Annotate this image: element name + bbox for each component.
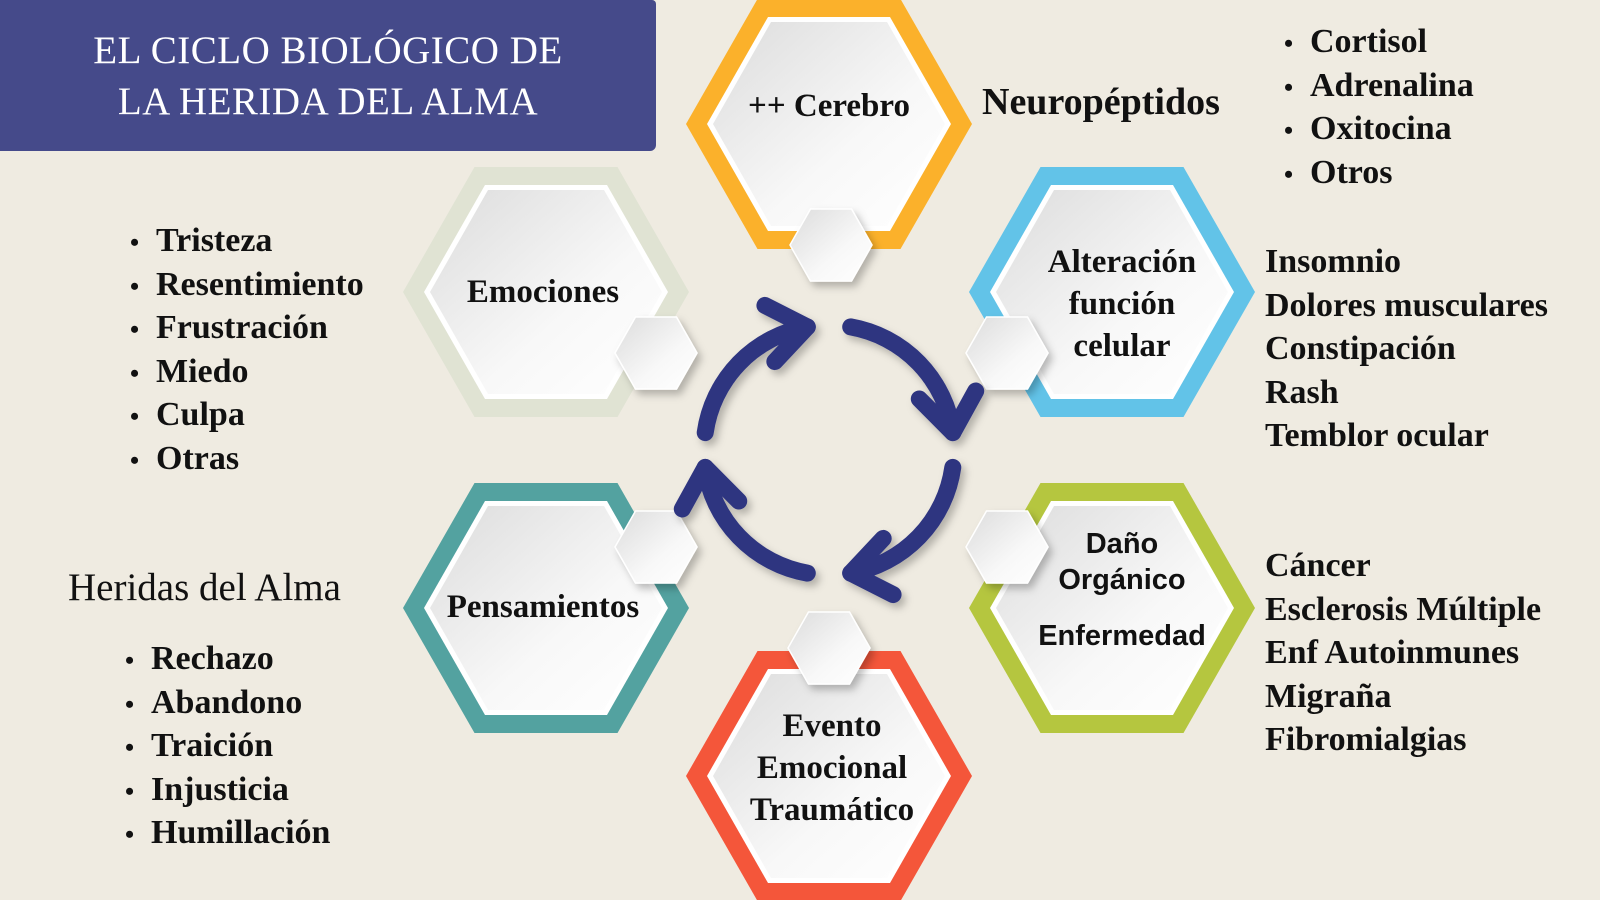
list-item: Dolores musculares	[1265, 286, 1549, 324]
hex-evento-label: Evento Emocional Traumático	[750, 705, 914, 831]
small-hexagon-connector	[965, 316, 1049, 390]
list-item: Injusticia	[125, 768, 330, 812]
label-line: Traumático	[749, 792, 915, 828]
cycle-arrowhead	[756, 296, 816, 371]
label-line: Enfermedad	[1038, 620, 1206, 652]
list-item: Frustración	[130, 306, 364, 350]
hex-emociones-label: Emociones	[466, 274, 620, 310]
heridas-heading: Heridas del Alma	[68, 566, 341, 609]
cycle-arrow	[696, 318, 816, 442]
list-item: Esclerosis Múltiple	[1265, 590, 1542, 628]
list-item: Cortisol	[1284, 20, 1474, 64]
list-item: Cáncer	[1265, 547, 1371, 584]
hexagon-pensamientos-fill	[430, 506, 662, 710]
list-item: Otros	[1284, 151, 1474, 195]
list-item: Culpa	[130, 393, 364, 437]
list-item: Abandono	[125, 681, 330, 725]
list-item: Insomnio	[1265, 243, 1402, 280]
label-line: función	[1068, 286, 1176, 322]
cycle-arrow	[842, 458, 962, 582]
list-item: Rechazo	[125, 637, 330, 681]
label-line: Orgánico	[1058, 564, 1186, 596]
label-line: Evento	[782, 708, 882, 744]
label-line: celular	[1073, 328, 1171, 364]
list-item: Miedo	[130, 350, 364, 394]
label-line: Daño	[1085, 528, 1159, 560]
list-item: Migraña	[1265, 677, 1392, 715]
hexagon-evento-fill	[713, 674, 945, 878]
list-item: Temblor ocular	[1265, 417, 1489, 454]
hex-cerebro-label: ++ Cerebro	[748, 88, 910, 124]
list-item: Humillación	[125, 811, 330, 855]
small-hexagon-connector	[789, 208, 873, 282]
cycle-arrowhead	[673, 458, 748, 518]
emociones-list: Tristeza Resentimiento Frustración Miedo…	[130, 219, 364, 480]
hex-dano-label: Daño Orgánico Enfermedad	[1038, 526, 1206, 654]
hex-alteracion-label: Alteración función celular	[1048, 241, 1196, 367]
small-hexagon-connector	[965, 510, 1049, 584]
list-item: Resentimiento	[130, 263, 364, 307]
neuropeptidos-heading: Neuropéptidos	[982, 81, 1220, 123]
alteracion-symptoms-list: Insomnio Dolores musculares Constipación…	[1265, 240, 1548, 458]
small-hexagon-connector	[614, 316, 698, 390]
cycle-arrowhead	[910, 382, 985, 442]
list-item: Enf Autoinmunes	[1265, 634, 1520, 671]
label-line: Emocional	[756, 750, 908, 786]
title-line-1: EL CICLO BIOLÓGICO DE	[93, 28, 563, 72]
hex-pensamientos-label: Pensamientos	[446, 589, 640, 625]
hexagon-cerebro-fill	[713, 22, 945, 226]
dano-diseases-list: Cáncer Esclerosis Múltiple Enf Autoinmun…	[1265, 544, 1541, 762]
list-item: Tristeza	[130, 219, 364, 263]
cycle-arrow	[842, 318, 962, 442]
list-item: Fibromialgias	[1265, 721, 1467, 758]
hexagon-alteracion-fill	[996, 190, 1228, 394]
list-item: Traición	[125, 724, 330, 768]
label-line: Alteración	[1047, 244, 1197, 280]
list-item: Adrenalina	[1284, 64, 1474, 108]
cycle-arrow	[696, 458, 816, 582]
title-line-2: LA HERIDA DEL ALMA	[117, 79, 539, 123]
small-hexagon-connector	[614, 510, 698, 584]
neuropeptidos-list: Cortisol Adrenalina Oxitocina Otros	[1284, 20, 1474, 194]
small-hexagon-connector	[787, 611, 871, 685]
title-box: EL CICLO BIOLÓGICO DE LA HERIDA DEL ALMA	[0, 0, 656, 151]
list-item: Oxitocina	[1284, 107, 1474, 151]
list-item: Constipación	[1265, 330, 1456, 367]
cycle-arrowhead	[842, 529, 902, 604]
hexagon-emociones-fill	[430, 190, 662, 394]
hexagon-dano-fill	[996, 506, 1228, 710]
heridas-list: Rechazo Abandono Traición Injusticia Hum…	[125, 637, 330, 855]
list-item: Otras	[130, 437, 364, 481]
list-item: Rash	[1265, 373, 1339, 411]
